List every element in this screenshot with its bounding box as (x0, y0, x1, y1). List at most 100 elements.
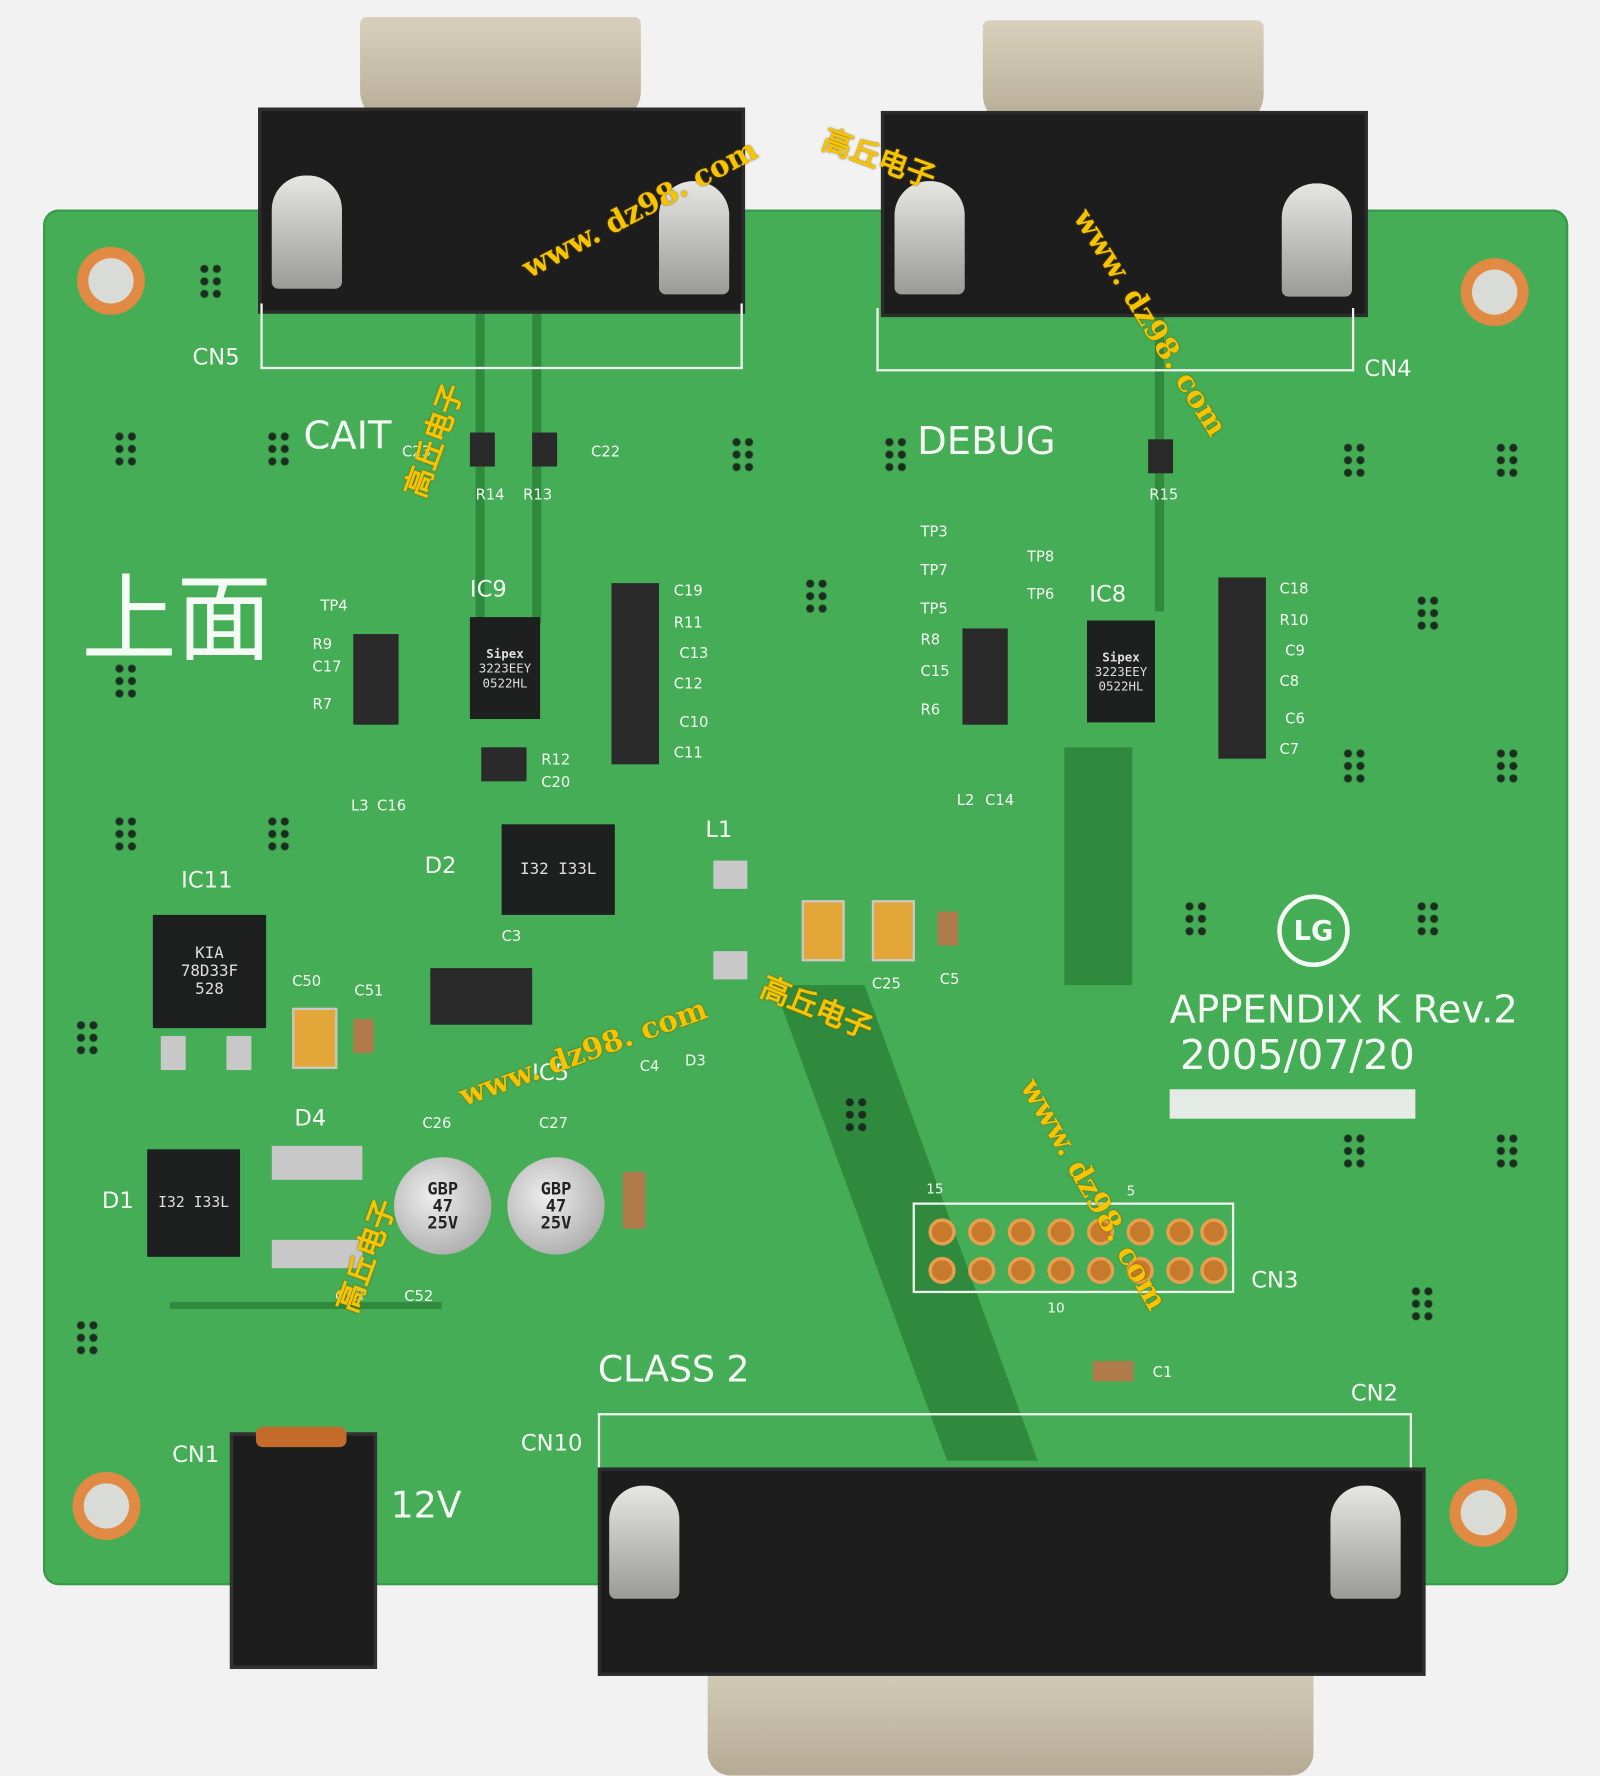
logo-text: LG (1293, 914, 1334, 947)
label-d3: D3 (685, 1053, 706, 1071)
resistor-r12 (481, 747, 527, 782)
header-pin (1007, 1218, 1035, 1246)
via-group (1183, 900, 1209, 939)
label-c16: C16 (377, 798, 407, 816)
capacitor-c1 (1092, 1361, 1134, 1382)
trace-bundle (1064, 747, 1133, 986)
board-date: 2005/07/20 (1179, 1032, 1415, 1080)
label-c22: C22 (591, 443, 621, 461)
resistor-r15 (1148, 439, 1174, 474)
via-group (74, 1019, 100, 1058)
label-c53: C53 (335, 1288, 365, 1306)
label-c6: C6 (1285, 711, 1305, 729)
capacitor-array (611, 583, 659, 765)
label-r7: R7 (312, 696, 333, 714)
via-group (113, 662, 139, 701)
label-tp8: TP8 (1026, 549, 1055, 567)
capacitor-c51 (353, 1019, 374, 1054)
label-ic11: IC11 (181, 866, 233, 894)
l1-pad (713, 951, 748, 980)
power-jack-contact (255, 1426, 347, 1448)
via-group (113, 815, 139, 854)
label-tp7: TP7 (920, 562, 948, 580)
label-class2: CLASS 2 (597, 1347, 750, 1391)
label-d4: D4 (294, 1103, 327, 1132)
via-group (1494, 1132, 1520, 1171)
d2-diode: I32 I33L (501, 824, 615, 915)
tantalum-capacitor (801, 900, 845, 962)
cn4-outline (876, 307, 1355, 372)
header-pin (1200, 1256, 1228, 1285)
db9-shell (360, 16, 641, 125)
label-c7: C7 (1279, 741, 1300, 759)
label-c52: C52 (404, 1288, 434, 1306)
ic11-regulator: KIA 78D33F 528 (152, 914, 267, 1029)
label-c15: C15 (920, 663, 950, 681)
label-cn10: CN10 (520, 1428, 583, 1457)
side-label: 上面 (81, 563, 272, 675)
chip-marking: 3223EEY (1094, 664, 1148, 679)
label-c1: C1 (1152, 1364, 1173, 1382)
header-pin (1166, 1218, 1194, 1246)
label-c50: C50 (292, 973, 322, 991)
label-r12: R12 (541, 751, 571, 769)
label-r14: R14 (475, 486, 505, 504)
resistor-array (353, 634, 399, 725)
label-pin10: 10 (1047, 1299, 1065, 1316)
chip-marking: I32 I33L (520, 860, 597, 879)
label-c3: C3 (501, 928, 522, 946)
label-cn3: CN3 (1251, 1265, 1299, 1294)
label-l1: L1 (705, 815, 733, 843)
label-c11: C11 (673, 745, 703, 763)
capacitor (622, 1171, 646, 1229)
cn5-outline (260, 303, 743, 370)
label-cait: CAIT (303, 413, 392, 459)
resistor-array (962, 628, 1008, 725)
via-group (1494, 441, 1520, 481)
label-cn2: CN2 (1350, 1379, 1399, 1407)
db25-connector-cn2 (597, 1467, 1426, 1676)
label-r6: R6 (920, 702, 941, 720)
chip-marking: KIA (195, 944, 224, 963)
via-group (1341, 1132, 1367, 1171)
label-r10: R10 (1279, 612, 1309, 630)
label-c20: C20 (541, 774, 571, 792)
mounting-hole (1449, 1478, 1518, 1547)
board-title: APPENDIX K Rev.2 (1169, 987, 1518, 1033)
label-debug: DEBUG (917, 418, 1056, 465)
connector-screw-post (1330, 1485, 1401, 1599)
chip-marking: Sipex (486, 645, 524, 661)
ic5-chip (430, 968, 533, 1025)
cn2-outline (597, 1413, 1412, 1478)
label-d2: D2 (424, 851, 457, 879)
label-r13: R13 (523, 486, 553, 504)
d4-pad (271, 1145, 363, 1180)
label-tp5: TP5 (920, 601, 948, 619)
label-c23: C23 (401, 443, 431, 461)
label-d1: D1 (101, 1186, 134, 1214)
connector-screw-post (1281, 183, 1352, 297)
header-pin (1047, 1218, 1075, 1246)
ic8-chip: Sipex 3223EEY 0522HL (1087, 620, 1155, 723)
mounting-hole (1460, 258, 1529, 327)
via-group (74, 1319, 100, 1358)
header-pin (1047, 1256, 1075, 1285)
label-r9: R9 (312, 636, 333, 654)
via-group (198, 262, 224, 302)
capacitor-c27: GBP 47 25V (507, 1157, 605, 1255)
via-group (803, 577, 829, 616)
header-pin (928, 1218, 956, 1246)
connector-screw-post (609, 1485, 680, 1599)
trace (169, 1302, 442, 1309)
label-tp3: TP3 (920, 524, 948, 542)
chip-marking: I32 I33L (158, 1194, 230, 1212)
capacitor-c26: GBP 47 25V (394, 1157, 492, 1255)
label-ic8: IC8 (1089, 579, 1127, 607)
label-pin15: 15 (926, 1180, 944, 1197)
chip-marking: Sipex (1102, 649, 1140, 665)
label-pin5: 5 (1126, 1183, 1136, 1200)
cn3-outline (912, 1202, 1235, 1294)
label-ic9: IC9 (469, 575, 507, 603)
via-group (1494, 747, 1520, 786)
header-pin (1126, 1256, 1154, 1285)
